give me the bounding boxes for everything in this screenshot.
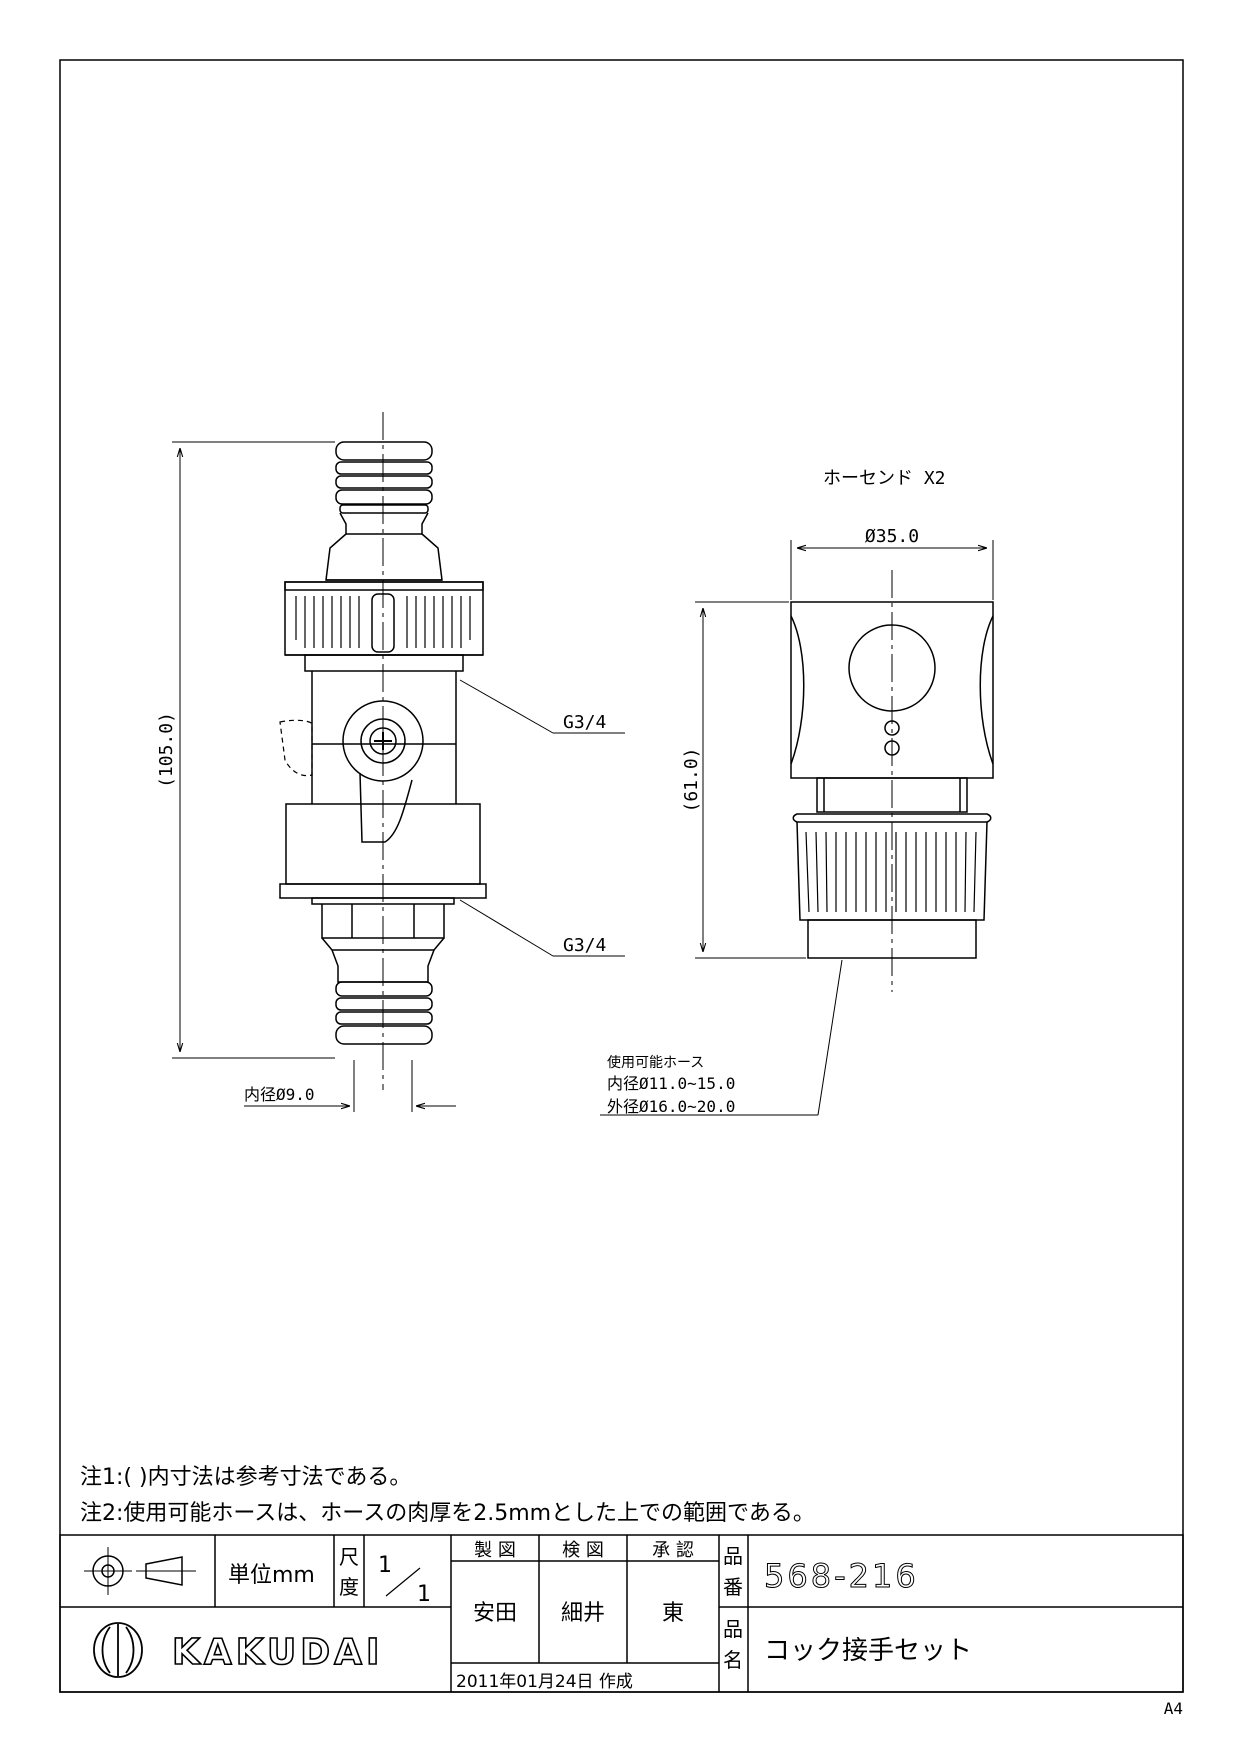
projection-symbol-icon xyxy=(84,1547,196,1595)
note-1: 注1:( )内寸法は参考寸法である。 xyxy=(80,1465,411,1490)
drawn-label: 製 図 xyxy=(474,1540,516,1561)
checked-by: 細井 xyxy=(561,1601,605,1626)
part-no-label-top: 品 xyxy=(723,1544,743,1568)
side-view-title: ホーセンド X2 xyxy=(823,468,946,489)
inner-diameter-label: 内径Ø9.0 xyxy=(244,1085,315,1104)
approved-by: 東 xyxy=(662,1601,684,1626)
drawn-by: 安田 xyxy=(473,1601,517,1626)
company-name: KAKUDAI xyxy=(172,1632,383,1673)
part-name-label-bottom: 名 xyxy=(723,1648,743,1672)
paper-size: A4 xyxy=(1164,1699,1183,1718)
side-diameter-label: Ø35.0 xyxy=(865,526,919,547)
main-view xyxy=(279,412,487,1090)
part-number: 568-216 xyxy=(764,1557,919,1595)
side-height-dimension: (61.0) xyxy=(681,747,702,812)
part-name: コック接手セット xyxy=(764,1636,972,1666)
main-height-dimension: (105.0) xyxy=(156,712,177,788)
hose-inner-diameter: 内径Ø11.0~15.0 xyxy=(607,1074,735,1093)
approved-label: 承 認 xyxy=(652,1540,694,1561)
side-view-dimensions xyxy=(600,540,994,1116)
checked-label: 検 図 xyxy=(562,1540,604,1561)
thread-upper-label: G3/4 xyxy=(563,712,606,733)
main-view-dimensions xyxy=(172,441,625,1112)
creation-date: 2011年01月24日 作成 xyxy=(456,1672,633,1692)
title-block xyxy=(59,1534,1184,1693)
scale-denominator: 1 xyxy=(417,1582,431,1607)
scale-label-top: 尺 xyxy=(339,1545,359,1569)
hose-title: 使用可能ホース xyxy=(607,1054,704,1071)
thread-lower-label: G3/4 xyxy=(563,935,606,956)
note-2: 注2:使用可能ホースは、ホースの肉厚を2.5mmとした上での範囲である。 xyxy=(80,1501,815,1526)
side-view xyxy=(790,570,994,992)
scale-label-bottom: 度 xyxy=(339,1575,359,1599)
part-name-label-top: 品 xyxy=(723,1617,743,1641)
part-no-label-bottom: 番 xyxy=(723,1575,743,1599)
unit-label: 単位mm xyxy=(228,1563,315,1588)
hose-outer-diameter: 外径Ø16.0~20.0 xyxy=(607,1097,735,1116)
kakudai-logo-icon xyxy=(93,1622,143,1678)
scale-numerator: 1 xyxy=(378,1553,392,1578)
drawing-border xyxy=(59,59,1184,1693)
